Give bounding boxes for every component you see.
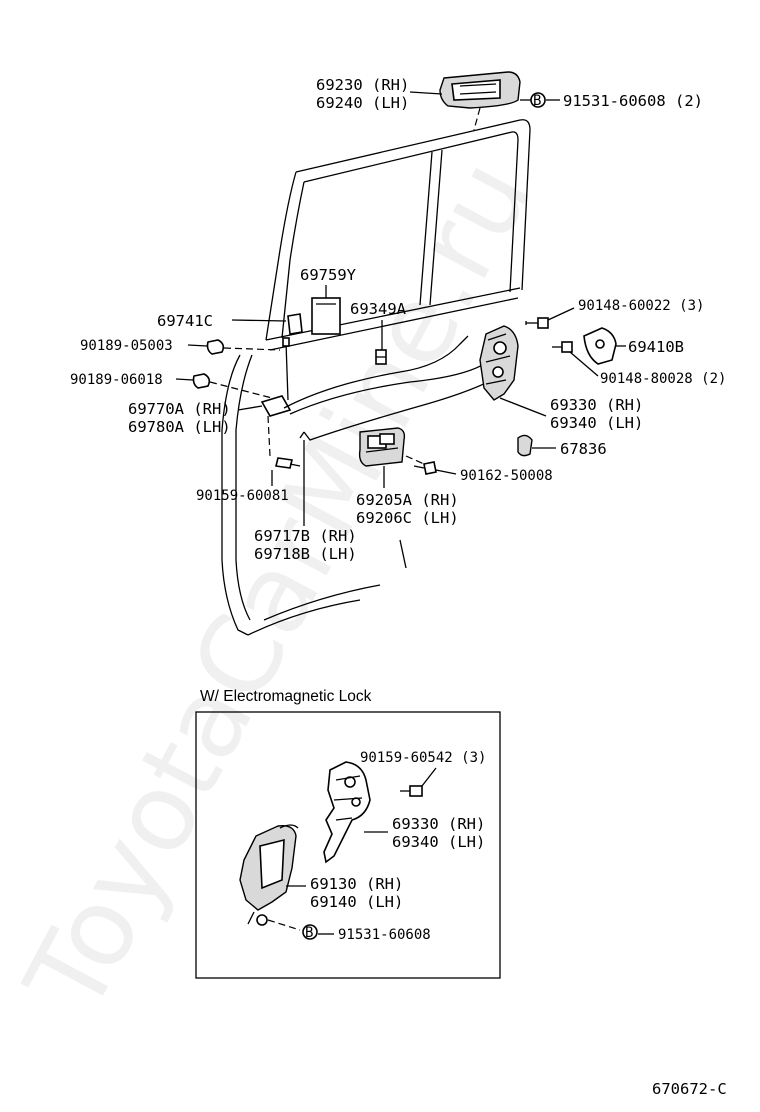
- door-panel: [221, 119, 531, 636]
- label-90159-60542: 90159-60542 (3): [360, 750, 486, 766]
- inset-outer-handle: [239, 824, 299, 926]
- label-69717b: 69717B (RH): [254, 527, 357, 545]
- inset-title: W/ Electromagnetic Lock: [200, 688, 372, 705]
- inside-door-handle: [358, 427, 406, 467]
- outside-door-handle: [439, 71, 521, 109]
- inset-label-69330: 69330 (RH): [392, 815, 485, 833]
- grommet-90189-05003: [206, 339, 225, 355]
- bolt-b-icon: B: [530, 92, 546, 109]
- screw-90159-60081-icon: [275, 457, 301, 469]
- label-69780a: 69780A (LH): [128, 418, 231, 436]
- lock-rods: [260, 335, 497, 441]
- clip-69349a: [375, 349, 387, 365]
- label-69340: 69340 (LH): [550, 414, 643, 432]
- clip-69741c: [287, 313, 303, 335]
- screw-90148-80028-icon: [552, 341, 573, 353]
- inset-bolt-b-symbol: B: [305, 925, 313, 941]
- inset-door-lock: [323, 761, 371, 864]
- screw-90162-50008-icon: [413, 461, 437, 475]
- inset-bolt-b-icon: B: [302, 924, 318, 941]
- label-90148-60022: 90148-60022 (3): [578, 298, 704, 314]
- door-lock-assembly: [479, 325, 519, 401]
- screw-90148-60022-icon: [525, 317, 549, 329]
- label-90162-50008: 90162-50008: [460, 468, 553, 484]
- label-69410b: 69410B: [628, 338, 684, 356]
- label-90148-80028: 90148-80028 (2): [600, 371, 726, 387]
- label-69240: 69240 (LH): [316, 94, 409, 112]
- label-90189-05003: 90189-05003: [80, 338, 173, 354]
- label-67836: 67836: [560, 440, 607, 458]
- inset-box: [195, 711, 501, 979]
- figure-code: 670672-C: [652, 1080, 727, 1098]
- label-69770a: 69770A (RH): [128, 400, 231, 418]
- inset-label-69140: 69140 (LH): [310, 893, 403, 911]
- bolt-b-symbol: B: [533, 93, 541, 109]
- inset-screw-icon: [400, 785, 423, 797]
- label-69759y: 69759Y: [300, 266, 357, 284]
- striker-69410b: [583, 327, 617, 365]
- label-69330: 69330 (RH): [550, 396, 643, 414]
- inset-label-91531-60608: 91531-60608: [338, 927, 431, 943]
- label-69349a: 69349A: [350, 300, 407, 318]
- label-69230: 69230 (RH): [316, 76, 409, 94]
- label-91531-60608-2: 91531-60608 (2): [563, 92, 703, 110]
- inset-label-69130: 69130 (RH): [310, 875, 403, 893]
- inset-label-69340: 69340 (LH): [392, 833, 485, 851]
- label-69741c: 69741C: [157, 312, 213, 330]
- bumper-67836: [517, 434, 533, 457]
- label-90189-06018: 90189-06018: [70, 372, 163, 388]
- label-69718b: 69718B (LH): [254, 545, 357, 563]
- label-90159-60081: 90159-60081: [196, 488, 289, 504]
- label-69205a: 69205A (RH): [356, 491, 459, 509]
- grommet-90189-06018: [192, 373, 211, 389]
- watermark-text: ToyotaCarMine.ru: [2, 140, 556, 1033]
- label-69206c: 69206C (LH): [356, 509, 459, 527]
- pad-69759y: [311, 297, 341, 335]
